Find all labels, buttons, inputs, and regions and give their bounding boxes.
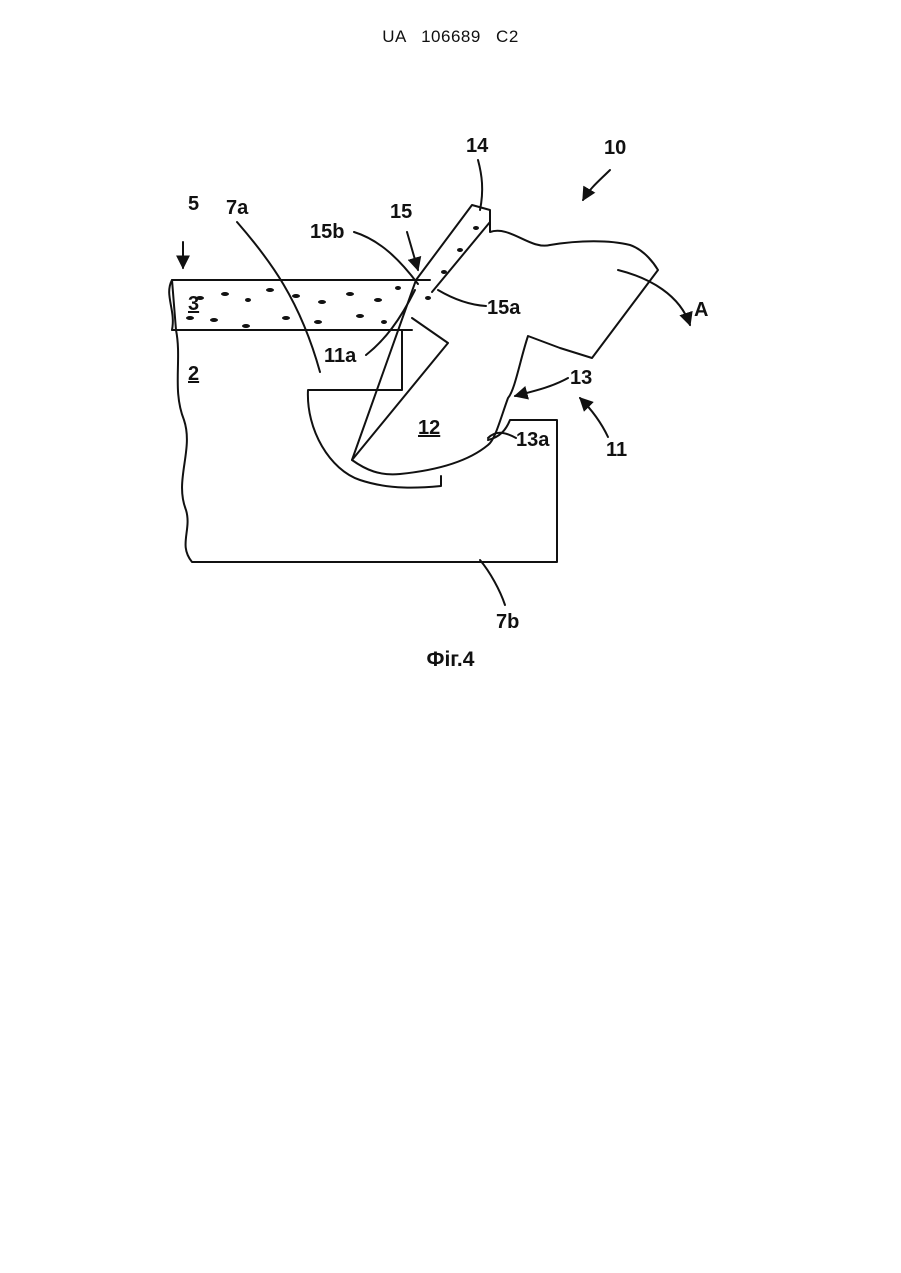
label-11a: 11a bbox=[324, 345, 357, 367]
rotation-arrow-A bbox=[618, 270, 690, 325]
label-12: 12 bbox=[418, 417, 440, 439]
label-11: 11 bbox=[606, 439, 627, 461]
leader-15a bbox=[438, 290, 486, 306]
arrow-13 bbox=[515, 378, 568, 396]
panel-body-outline bbox=[176, 330, 557, 562]
label-15b: 15b bbox=[310, 221, 344, 243]
leader-13a bbox=[488, 433, 516, 438]
figure-caption: Фіг.4 bbox=[0, 648, 901, 672]
label-7b: 7b bbox=[496, 611, 519, 633]
label-13: 13 bbox=[570, 367, 592, 389]
leader-7b bbox=[480, 560, 505, 605]
label-15: 15 bbox=[390, 201, 412, 223]
label-7a: 7a bbox=[226, 197, 249, 219]
label-2: 2 bbox=[188, 363, 199, 385]
leader-11a bbox=[366, 290, 415, 355]
label-14: 14 bbox=[466, 135, 489, 157]
label-15a: 15a bbox=[487, 297, 521, 319]
arrow-11 bbox=[580, 398, 608, 437]
leader-7a bbox=[237, 222, 320, 372]
tongue-inner-line bbox=[432, 222, 490, 292]
label-5: 5 bbox=[188, 193, 199, 215]
leader-14 bbox=[478, 160, 482, 210]
arrow-10 bbox=[583, 170, 610, 200]
label-3: 3 bbox=[188, 293, 199, 315]
label-13a: 13a bbox=[516, 429, 550, 451]
label-A: A bbox=[694, 299, 708, 321]
label-10: 10 bbox=[604, 137, 626, 159]
arrow-15 bbox=[407, 232, 418, 270]
surface-layer-outline bbox=[172, 280, 430, 330]
